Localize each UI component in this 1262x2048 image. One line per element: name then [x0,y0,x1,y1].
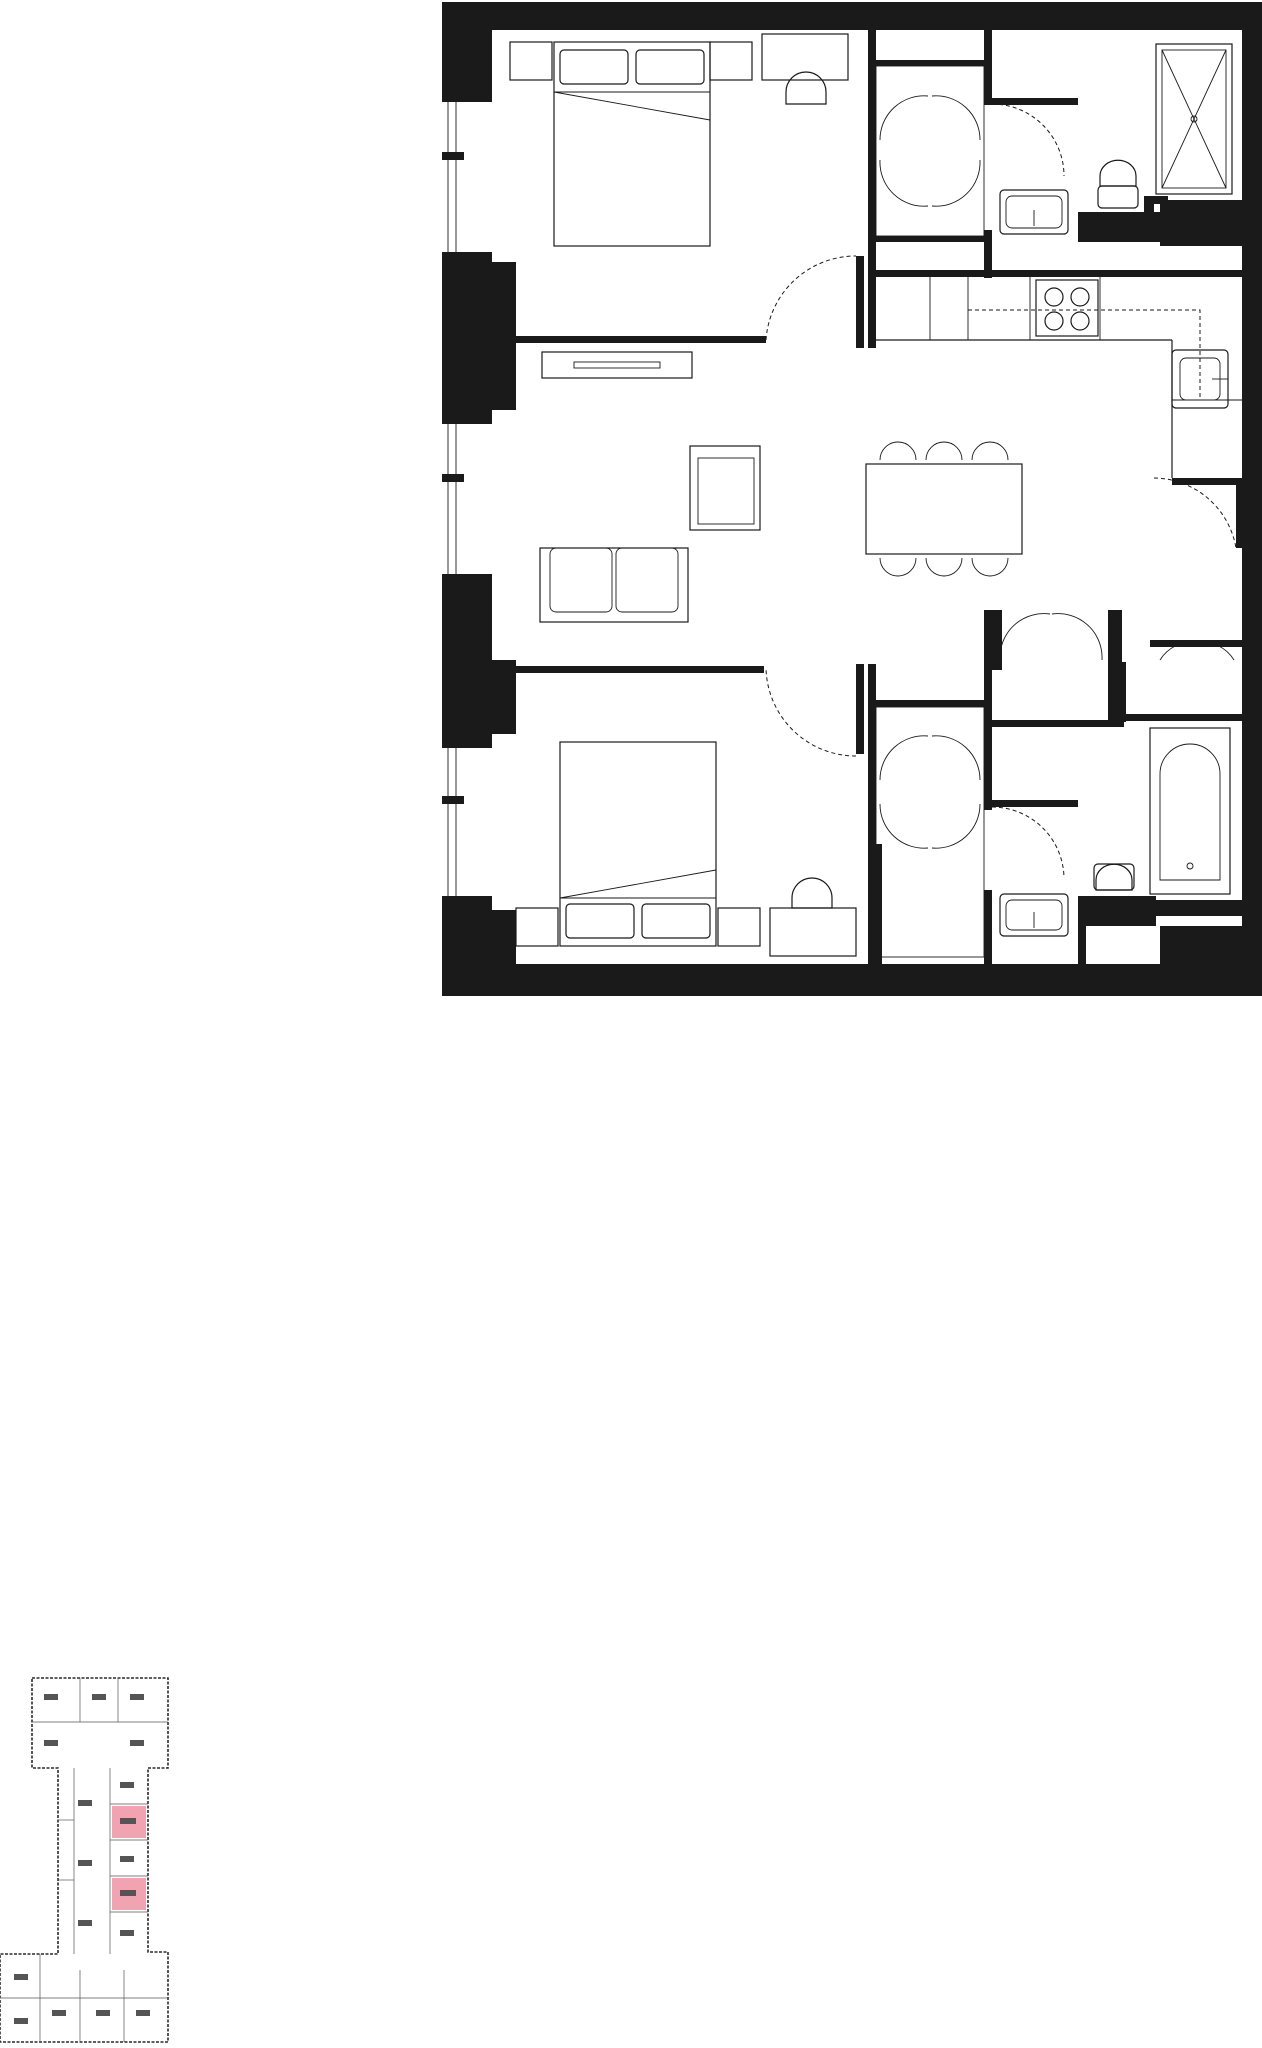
door-swings [765,103,1237,879]
bathtub [1149,727,1231,895]
desk [769,877,857,957]
bathroom-2 [999,727,1231,937]
bathroom-1 [999,43,1233,235]
armchair [689,445,761,531]
bathroom-sink [999,893,1069,937]
double-bed [559,741,717,947]
key-plan-building [0,1677,169,2043]
tv-console [541,351,693,379]
wardrobe-2 [875,706,985,958]
kitchen [868,277,1242,478]
cooktop [1035,279,1099,337]
dining-table [865,441,1023,577]
living-dining-room [539,351,1023,623]
apartment-floor-plan [442,2,1262,996]
bathroom-sink [999,189,1069,235]
key-plan [0,1677,169,2043]
bedroom-1 [509,33,849,247]
nightstand-right [717,907,761,947]
double-bed [553,41,711,247]
exterior-walls [442,2,1262,996]
bedroom-2 [515,741,857,957]
shower [1155,43,1233,195]
toilet [1093,863,1135,891]
hall-wardrobes [999,613,1235,661]
nightstand-right [709,41,753,81]
window-glazing [447,102,457,896]
kitchen-sink [1171,349,1229,409]
nightstand-left [509,41,553,81]
desk [761,33,849,105]
interior-walls [492,30,1242,964]
nightstand-left [515,907,559,947]
toilet [1097,159,1139,209]
sofa [539,547,689,623]
wardrobe-1 [875,65,985,237]
